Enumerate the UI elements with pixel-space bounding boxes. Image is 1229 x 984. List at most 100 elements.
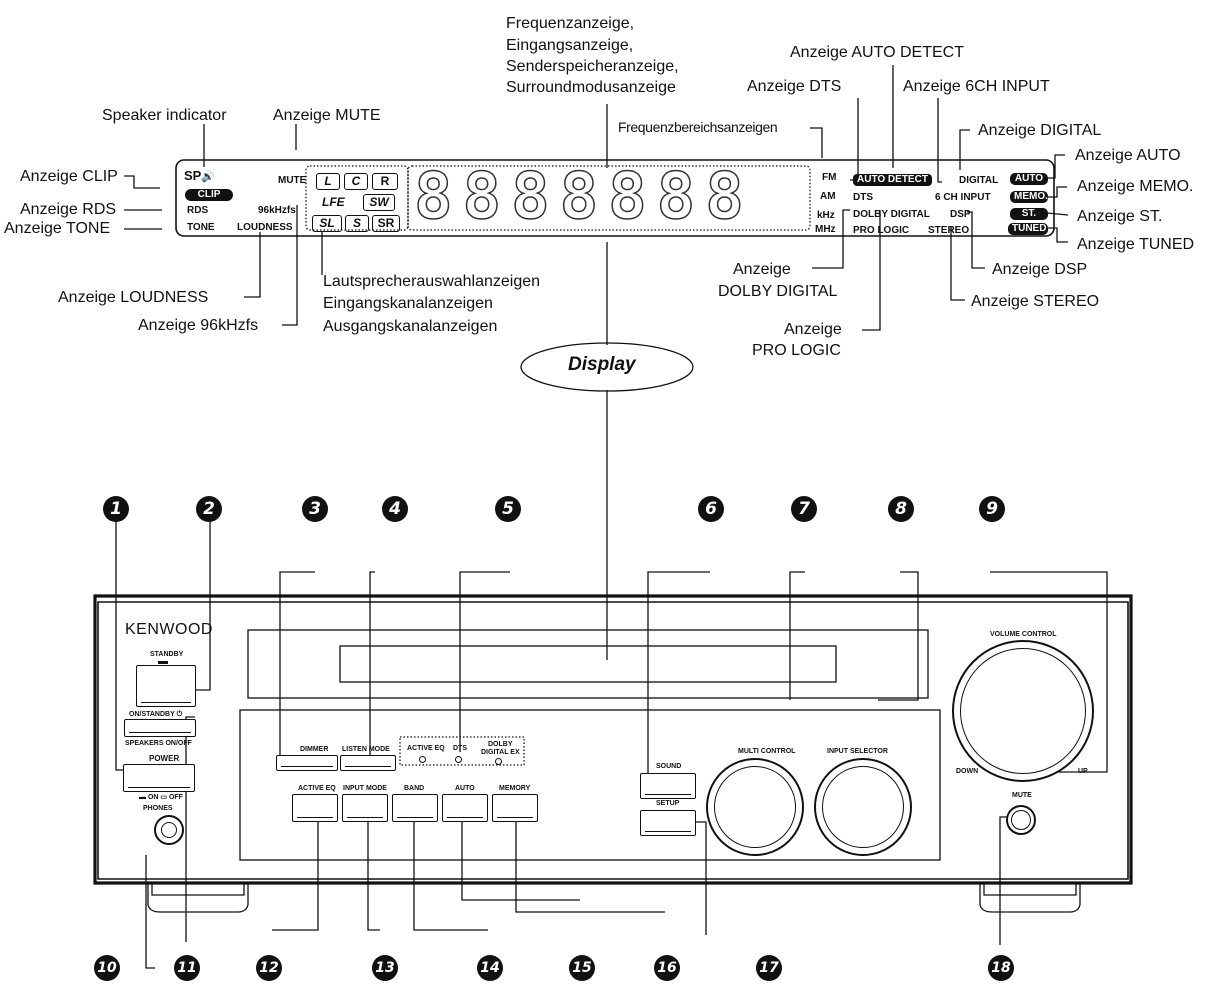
callout-number-9: 9 — [979, 496, 1005, 522]
callout-surround-display: Surroundmodusanzeige — [506, 79, 676, 96]
volume-down-label: DOWN — [956, 768, 979, 775]
input-selector-label: INPUT SELECTOR — [827, 748, 888, 755]
callout-mute: Anzeige MUTE — [273, 107, 381, 124]
lcd-loudness: LOUDNESS — [237, 222, 293, 233]
mute-button[interactable] — [1006, 805, 1036, 835]
lcd-ch-s: S — [345, 215, 369, 232]
lcd-ch-c: C — [344, 173, 368, 190]
display-title: Display — [568, 354, 636, 375]
band-button[interactable] — [392, 794, 438, 822]
multi-control-knob[interactable] — [706, 758, 804, 856]
lcd-6ch-input: 6 CH INPUT — [935, 192, 991, 203]
lcd-ch-sw: SW — [363, 194, 395, 211]
lcd-memo: MEMO. — [1010, 191, 1048, 203]
active-eq-led — [419, 756, 426, 763]
callout-speaker-select: Lautsprecherauswahlanzeigen — [323, 273, 541, 290]
lcd-ch-r: R — [372, 173, 398, 190]
lcd-sp: SP🔊 — [184, 168, 216, 183]
listen-mode-button[interactable] — [340, 755, 396, 771]
callout-frequency-display: Frequenzanzeige, — [506, 15, 635, 32]
callout-input-channel: Eingangskanalanzeigen — [323, 295, 493, 312]
memory-button[interactable] — [492, 794, 538, 822]
standby-led — [158, 661, 168, 664]
input-mode-button[interactable] — [342, 794, 388, 822]
sound-label: SOUND — [656, 763, 682, 770]
volume-control-label: VOLUME CONTROL — [990, 631, 1057, 638]
speakers-button[interactable] — [124, 719, 196, 737]
callout-number-14: 14 — [477, 955, 503, 981]
lcd-ch-l: L — [316, 173, 340, 190]
callout-number-16: 16 — [654, 955, 680, 981]
lcd-ch-sr: SR — [372, 215, 400, 232]
lcd-auto: AUTO — [1010, 173, 1048, 185]
callout-dolby-digital-2: DOLBY DIGITAL — [718, 283, 838, 300]
lcd-clip: CLIP — [185, 189, 233, 201]
callout-number-13: 13 — [372, 955, 398, 981]
lcd-ch-sl: SL — [312, 215, 342, 232]
power-button[interactable] — [123, 764, 195, 792]
callout-speaker-indicator: Speaker indicator — [102, 107, 227, 124]
callout-number-1: 1 — [103, 496, 129, 522]
lcd-rds: RDS — [187, 205, 209, 216]
lcd-ch-lfe: LFE — [322, 195, 345, 209]
callout-number-7: 7 — [791, 496, 817, 522]
lcd-st: ST. — [1010, 208, 1048, 220]
lcd-digital: DIGITAL — [959, 175, 999, 186]
callout-input-display: Eingangsanzeige, — [506, 37, 634, 54]
volume-control-knob[interactable] — [952, 640, 1094, 782]
speakers-label: SPEAKERS ON/OFF — [125, 740, 192, 747]
callout-dolby-digital-1: Anzeige — [733, 261, 791, 278]
callout-number-6: 6 — [698, 496, 724, 522]
mute-label: MUTE — [1012, 792, 1032, 799]
callout-digital: Anzeige DIGITAL — [978, 122, 1102, 139]
callout-output-channel: Ausgangskanalanzeigen — [323, 318, 498, 335]
brand-logo: KENWOOD — [125, 621, 213, 638]
callout-tuned: Anzeige TUNED — [1077, 236, 1195, 253]
lcd-dolby-digital: DOLBY DIGITAL — [853, 209, 930, 220]
dimmer-label: DIMMER — [300, 746, 329, 753]
callout-auto-detect: Anzeige AUTO DETECT — [790, 44, 964, 61]
on-standby-button[interactable] — [136, 665, 196, 707]
lcd-dot-matrix: 8888888 — [413, 160, 754, 234]
callout-clip: Anzeige CLIP — [20, 168, 118, 185]
phones-jack[interactable] — [154, 815, 184, 845]
phones-label: PHONES — [143, 805, 173, 812]
callout-number-10: 10 — [94, 955, 120, 981]
lcd-tone: TONE — [187, 222, 215, 233]
callout-number-2: 2 — [196, 496, 222, 522]
active-eq-button[interactable] — [292, 794, 338, 822]
dolby-ex-led — [495, 758, 502, 765]
callout-number-5: 5 — [495, 496, 521, 522]
callout-dts: Anzeige DTS — [747, 78, 842, 95]
callout-auto: Anzeige AUTO — [1075, 147, 1181, 164]
lcd-mhz: MHz — [815, 224, 836, 235]
lcd-auto-detect: AUTO DETECT — [853, 174, 932, 186]
dimmer-button[interactable] — [276, 755, 338, 771]
volume-up-label: UP — [1078, 768, 1088, 775]
lcd-stereo: STEREO — [928, 225, 970, 236]
callout-rds: Anzeige RDS — [20, 201, 117, 218]
input-mode-label: INPUT MODE — [343, 785, 387, 792]
callout-number-8: 8 — [888, 496, 914, 522]
callout-6ch-input: Anzeige 6CH INPUT — [903, 78, 1050, 95]
callout-number-11: 11 — [174, 955, 200, 981]
listen-mode-label: LISTEN MODE — [342, 746, 390, 753]
callout-96khz: Anzeige 96kHzfs — [138, 317, 259, 334]
input-selector-knob[interactable] — [814, 758, 912, 856]
lcd-pro-logic: PRO LOGIC — [853, 225, 910, 236]
dolby-ex-label-2: DIGITAL EX — [481, 749, 520, 756]
setup-button[interactable] — [640, 810, 696, 836]
band-label: BAND — [404, 785, 425, 792]
sound-button[interactable] — [640, 773, 696, 799]
auto-label: AUTO — [455, 785, 475, 792]
auto-button[interactable] — [442, 794, 488, 822]
lcd-dts: DTS — [853, 192, 873, 203]
setup-label: SETUP — [656, 800, 680, 807]
active-eq-label: ACTIVE EQ — [298, 785, 336, 792]
callout-memo: Anzeige MEMO. — [1077, 178, 1194, 195]
callout-number-4: 4 — [382, 496, 408, 522]
callout-number-12: 12 — [256, 955, 282, 981]
lcd-khz: kHz — [817, 210, 835, 221]
standby-label: STANDBY — [150, 651, 184, 658]
